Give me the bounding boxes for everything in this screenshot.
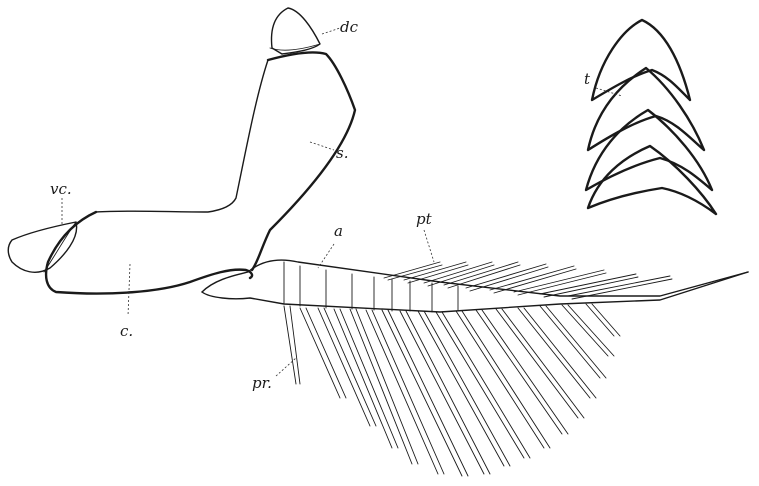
label-c: c. (120, 322, 133, 340)
label-dc: dc (340, 18, 359, 36)
dorsal-cartilage (270, 8, 320, 54)
ventral-cartilage (8, 222, 76, 272)
label-a: a (334, 222, 343, 240)
axial-segments (202, 260, 748, 312)
label-pr: pr. (252, 374, 272, 392)
label-t: t (584, 70, 591, 88)
scapula (96, 52, 355, 270)
tooth-plates (586, 20, 716, 214)
label-s: s. (336, 144, 348, 162)
pre-axial-rays (284, 304, 620, 476)
label-pt: pt (416, 210, 433, 228)
label-vc: vc. (50, 180, 72, 198)
